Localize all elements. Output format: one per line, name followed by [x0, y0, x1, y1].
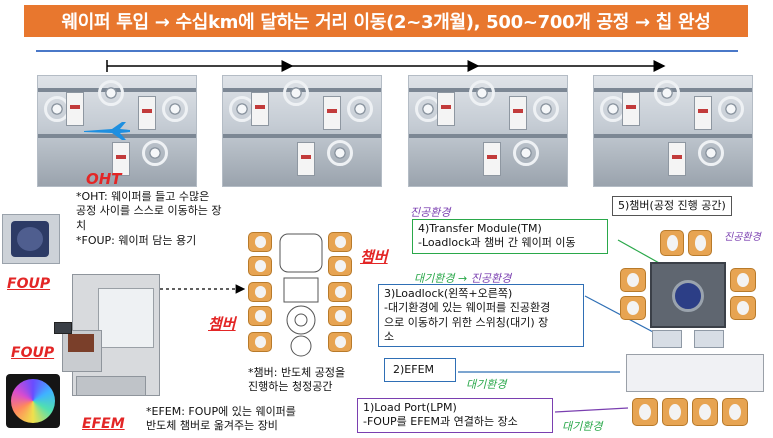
equipment-diagram — [612, 226, 772, 436]
env-atm-to-vacuum: 대기환경 → 진공환경 — [414, 270, 511, 286]
foup-label-bottom: FOUP — [11, 345, 55, 361]
chamber-slot-l2 — [248, 256, 272, 276]
env-atm-part: 대기환경 → — [414, 272, 468, 285]
eq-lpm-1 — [632, 398, 658, 426]
chamber-slot-r3 — [328, 282, 352, 302]
foup-image — [2, 214, 60, 264]
env-atm-bottom: 대기환경 — [562, 420, 603, 433]
env-vacuum-top: 진공환경 — [410, 206, 451, 219]
title-text: 웨이퍼 투입 → 수십km에 달하는 거리 이동(2~3개월), 500~700… — [61, 12, 711, 33]
eq-lpm-2 — [662, 398, 688, 426]
eq-efem-body — [626, 354, 764, 392]
chamber-slot-l1 — [248, 232, 272, 252]
box-efem: 2)EFEM — [384, 358, 456, 383]
chamber-label-left: 챔버 — [208, 315, 236, 333]
efem-machine — [62, 268, 162, 408]
transfer-robot-icon — [279, 233, 323, 357]
eq-chamber-left-2 — [620, 296, 646, 320]
chamber-slot-r2 — [328, 256, 352, 276]
chamber-slot-l5 — [248, 332, 272, 352]
eq-chamber-left-1 — [620, 268, 646, 292]
eq-lpm-4 — [722, 398, 748, 426]
env-vacuum-right: 진공환경 — [724, 232, 761, 243]
eq-lpm-3 — [692, 398, 718, 426]
box-chamber-5: 5)챔버(공정 진행 공간) — [612, 196, 732, 217]
oht-photo-1 — [37, 75, 197, 187]
foup-label-top: FOUP — [7, 276, 51, 292]
eq-chamber-top-1 — [660, 230, 684, 256]
eq-loadlock-left — [652, 330, 682, 348]
efem-label: EFEM — [82, 416, 125, 432]
foup-description: *FOUP: 웨이퍼 담는 용기 — [76, 234, 197, 247]
chamber-slot-l4 — [248, 306, 272, 326]
chamber-slot-l3 — [248, 282, 272, 302]
oht-photo-2 — [222, 75, 382, 187]
chamber-diagram — [244, 226, 356, 368]
box-transfer-module: 4)Transfer Module(TM) -Loadlock과 챔버 간 웨이… — [412, 219, 608, 254]
oht-photo-3 — [408, 75, 568, 187]
box-loadlock: 3)Loadlock(왼쪽+오른쪽) -대기환경에 있는 웨이퍼를 진공환경 으… — [378, 284, 584, 348]
oht-label: OHT — [86, 170, 122, 188]
eq-loadlock-right — [694, 330, 724, 348]
chamber-label-right: 챔버 — [360, 248, 388, 266]
eq-chamber-right-1 — [730, 268, 756, 292]
env-vac-part: 진공환경 — [470, 272, 512, 285]
oht-description: *OHT: 웨이퍼를 들고 수많은 공정 사이를 스스로 이동하는 장 치 — [76, 190, 222, 232]
chamber-slot-r5 — [328, 332, 352, 352]
title-banner: 웨이퍼 투입 → 수십km에 달하는 거리 이동(2~3개월), 500~700… — [24, 5, 748, 37]
efem-description: *EFEM: FOUP에 있는 웨이퍼를 반도체 챔버로 옮겨주는 장비 — [146, 405, 296, 433]
eq-chamber-right-2 — [730, 296, 756, 320]
box-load-port: 1)Load Port(LPM) -FOUP를 EFEM과 연결하는 장소 — [357, 398, 553, 433]
oht-photo-4 — [593, 75, 753, 187]
monitor-icon — [54, 322, 72, 334]
wafer-image — [6, 374, 60, 428]
eq-chamber-top-2 — [688, 230, 712, 256]
lpm-leader — [554, 407, 629, 413]
env-atm-mid: 대기환경 — [466, 378, 507, 391]
chamber-description: *챔버: 반도체 공정을 진행하는 청정공간 — [248, 366, 346, 394]
chamber-slot-r1 — [328, 232, 352, 252]
eq-tm-center-icon — [672, 280, 704, 312]
airplane-icon — [84, 122, 130, 140]
chamber-slot-r4 — [328, 306, 352, 326]
